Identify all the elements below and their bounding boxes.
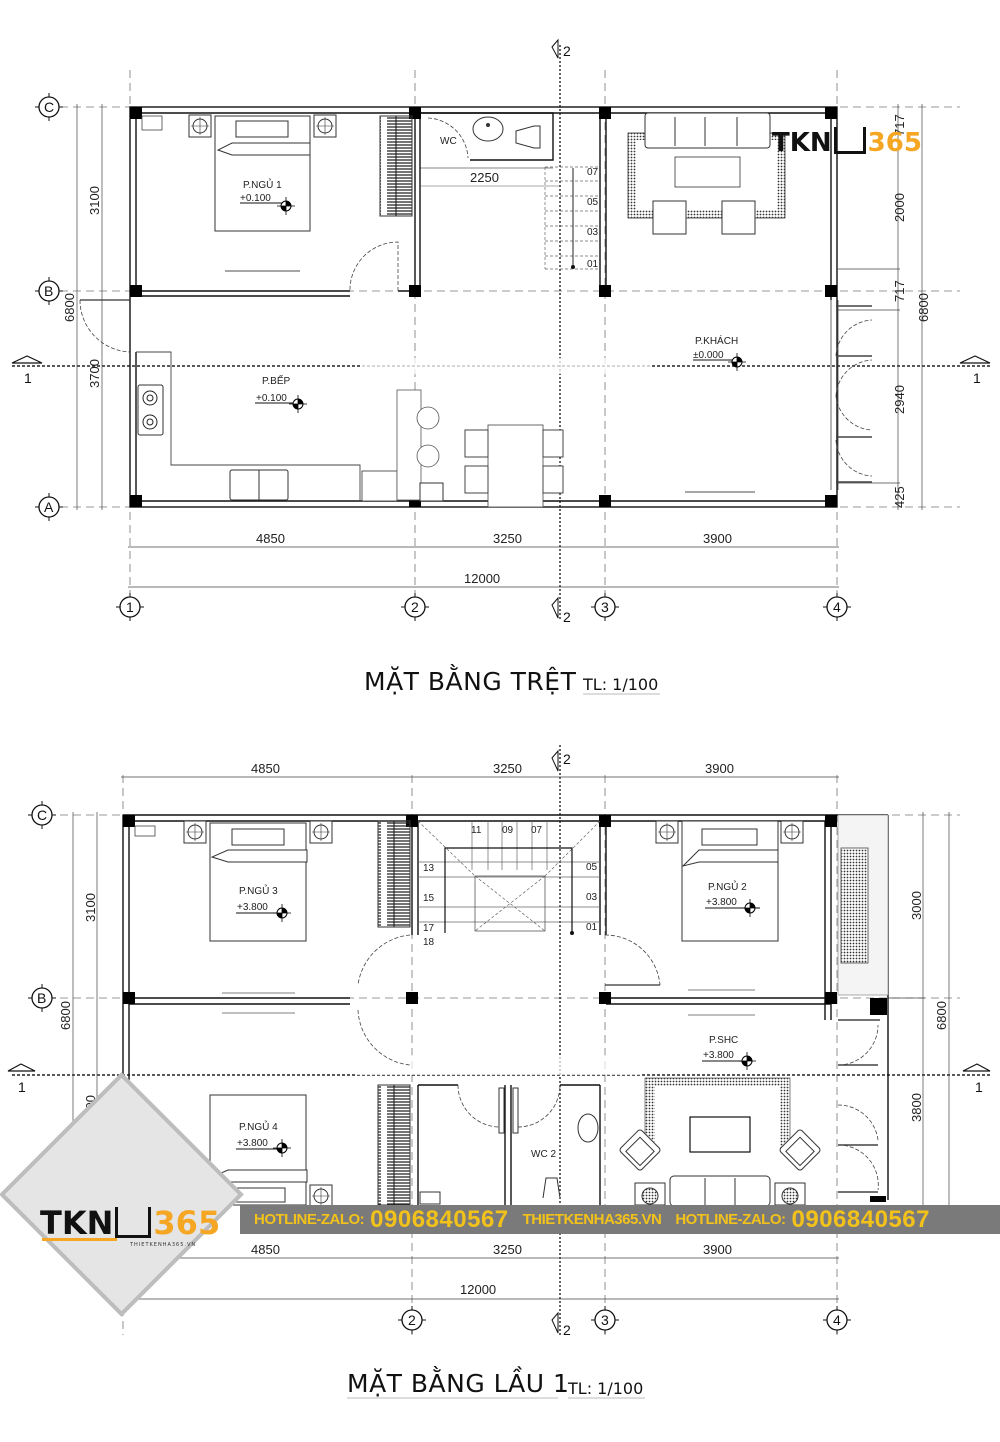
svg-text:3: 3 xyxy=(601,1312,609,1328)
room-bedroom-2-label: P.NGỦ 2 xyxy=(708,880,747,893)
svg-text:3250: 3250 xyxy=(493,531,522,546)
website-link[interactable]: THIETKENHA365.VN xyxy=(522,1211,662,1228)
hotline-phone-2[interactable]: 0906840567 xyxy=(791,1205,930,1233)
hotline-label-1: HOTLINE-ZALO: xyxy=(254,1211,365,1228)
svg-text:1: 1 xyxy=(18,1079,26,1095)
room-shc-label: P.SHC xyxy=(709,1035,738,1046)
hotline-phone-1[interactable]: 0906840567 xyxy=(370,1205,509,1233)
svg-text:4850: 4850 xyxy=(251,761,280,776)
svg-text:425: 425 xyxy=(892,486,907,508)
first-floor-title: MẶT BẰNG LẦU 1 xyxy=(347,1366,569,1398)
room-kitchen-label: P.BẾP xyxy=(262,374,290,387)
room-bedroom-4-level: +3.800 xyxy=(237,1138,268,1149)
brand-logo-dark-text: TKN xyxy=(772,128,832,158)
svg-text:2: 2 xyxy=(408,1312,416,1328)
room-bedroom-2-level: +3.800 xyxy=(706,897,737,908)
house-icon xyxy=(833,127,866,154)
svg-text:6800: 6800 xyxy=(62,293,77,322)
svg-text:12000: 12000 xyxy=(460,1282,496,1297)
ground-floor-scale: TL: 1/100 xyxy=(582,675,658,694)
svg-text:01: 01 xyxy=(587,259,599,270)
svg-text:07: 07 xyxy=(531,825,543,836)
svg-text:3100: 3100 xyxy=(87,186,102,215)
svg-text:1: 1 xyxy=(975,1079,983,1095)
room-bedroom-1-label: P.NGỦ 1 xyxy=(243,178,282,191)
brand-logo-accent-text: 365 xyxy=(867,128,922,158)
room-living-label: P.KHÁCH xyxy=(695,334,738,347)
svg-text:4: 4 xyxy=(833,1312,841,1328)
svg-text:3900: 3900 xyxy=(703,1242,732,1257)
hotline-banner: HOTLINE-ZALO: 0906840567 THIETKENHA365.V… xyxy=(240,1205,1000,1234)
svg-text:B: B xyxy=(44,283,53,299)
svg-text:07: 07 xyxy=(587,167,599,178)
first-floor-scale: TL: 1/100 xyxy=(567,1379,643,1398)
svg-text:4: 4 xyxy=(833,599,841,615)
room-wc-label: WC xyxy=(440,136,457,147)
svg-text:6800: 6800 xyxy=(934,1001,949,1030)
svg-text:2940: 2940 xyxy=(892,385,907,414)
svg-text:2: 2 xyxy=(563,1322,571,1338)
svg-text:03: 03 xyxy=(587,227,599,238)
room-kitchen-level: +0.100 xyxy=(256,393,287,404)
wc-width-dim: 2250 xyxy=(470,170,499,185)
svg-text:3800: 3800 xyxy=(909,1093,924,1122)
ground-floor-title: MẶT BẰNG TRỆT xyxy=(364,664,577,696)
section-1-label-left: 1 xyxy=(24,370,32,386)
brand-logo-top: TKN 365 xyxy=(772,118,922,158)
svg-text:C: C xyxy=(44,99,54,115)
svg-text:6800: 6800 xyxy=(58,1001,73,1030)
house-icon xyxy=(115,1207,152,1238)
svg-text:C: C xyxy=(37,807,47,823)
brand-site-small: THIETKENHA365.VN xyxy=(130,1242,197,1248)
svg-text:3900: 3900 xyxy=(705,761,734,776)
svg-text:4850: 4850 xyxy=(256,531,285,546)
svg-text:12000: 12000 xyxy=(464,571,500,586)
svg-text:15: 15 xyxy=(423,893,435,904)
svg-text:6800: 6800 xyxy=(916,293,931,322)
svg-text:3700: 3700 xyxy=(87,359,102,388)
svg-text:717: 717 xyxy=(892,280,907,302)
room-shc-level: +3.800 xyxy=(703,1050,734,1061)
svg-text:4850: 4850 xyxy=(251,1242,280,1257)
svg-text:B: B xyxy=(37,990,46,1006)
ground-floor-plan: 1 1 2 2 xyxy=(11,38,991,696)
svg-text:3250: 3250 xyxy=(493,761,522,776)
svg-text:3900: 3900 xyxy=(703,531,732,546)
svg-text:3100: 3100 xyxy=(83,893,98,922)
svg-text:18: 18 xyxy=(423,937,435,948)
svg-text:11: 11 xyxy=(471,825,482,836)
svg-text:13: 13 xyxy=(423,863,435,874)
svg-text:1: 1 xyxy=(126,599,134,615)
svg-text:3: 3 xyxy=(601,599,609,615)
svg-text:2: 2 xyxy=(563,609,571,625)
svg-text:17: 17 xyxy=(423,923,435,934)
first-floor-plan: 1 1 2 2 xyxy=(7,745,991,1399)
room-bedroom-3-label: P.NGỦ 3 xyxy=(239,884,278,897)
svg-text:2000: 2000 xyxy=(892,193,907,222)
svg-text:3000: 3000 xyxy=(909,891,924,920)
svg-text:03: 03 xyxy=(586,892,598,903)
svg-text:A: A xyxy=(44,499,54,515)
room-bedroom-3-level: +3.800 xyxy=(237,902,268,913)
room-bedroom-4-label: P.NGỦ 4 xyxy=(239,1120,278,1133)
svg-text:05: 05 xyxy=(587,197,599,208)
hotline-label-2: HOTLINE-ZALO: xyxy=(675,1211,786,1228)
room-wc2-label: WC 2 xyxy=(531,1149,556,1160)
svg-text:01: 01 xyxy=(586,922,598,933)
logo-underline xyxy=(42,1238,117,1241)
svg-text:05: 05 xyxy=(586,862,598,873)
svg-text:2: 2 xyxy=(563,751,571,767)
svg-text:2: 2 xyxy=(563,43,571,59)
section-1-label-right: 1 xyxy=(973,370,981,386)
svg-text:2: 2 xyxy=(411,599,419,615)
room-living-level: ±0.000 xyxy=(693,350,724,361)
brand-logo-bottom: TKN 365 THIETKENHA365.VN xyxy=(40,1204,221,1248)
svg-text:09: 09 xyxy=(502,825,514,836)
room-bedroom-1-level: +0.100 xyxy=(240,193,271,204)
svg-text:3250: 3250 xyxy=(493,1242,522,1257)
svg-text:717: 717 xyxy=(892,114,907,136)
